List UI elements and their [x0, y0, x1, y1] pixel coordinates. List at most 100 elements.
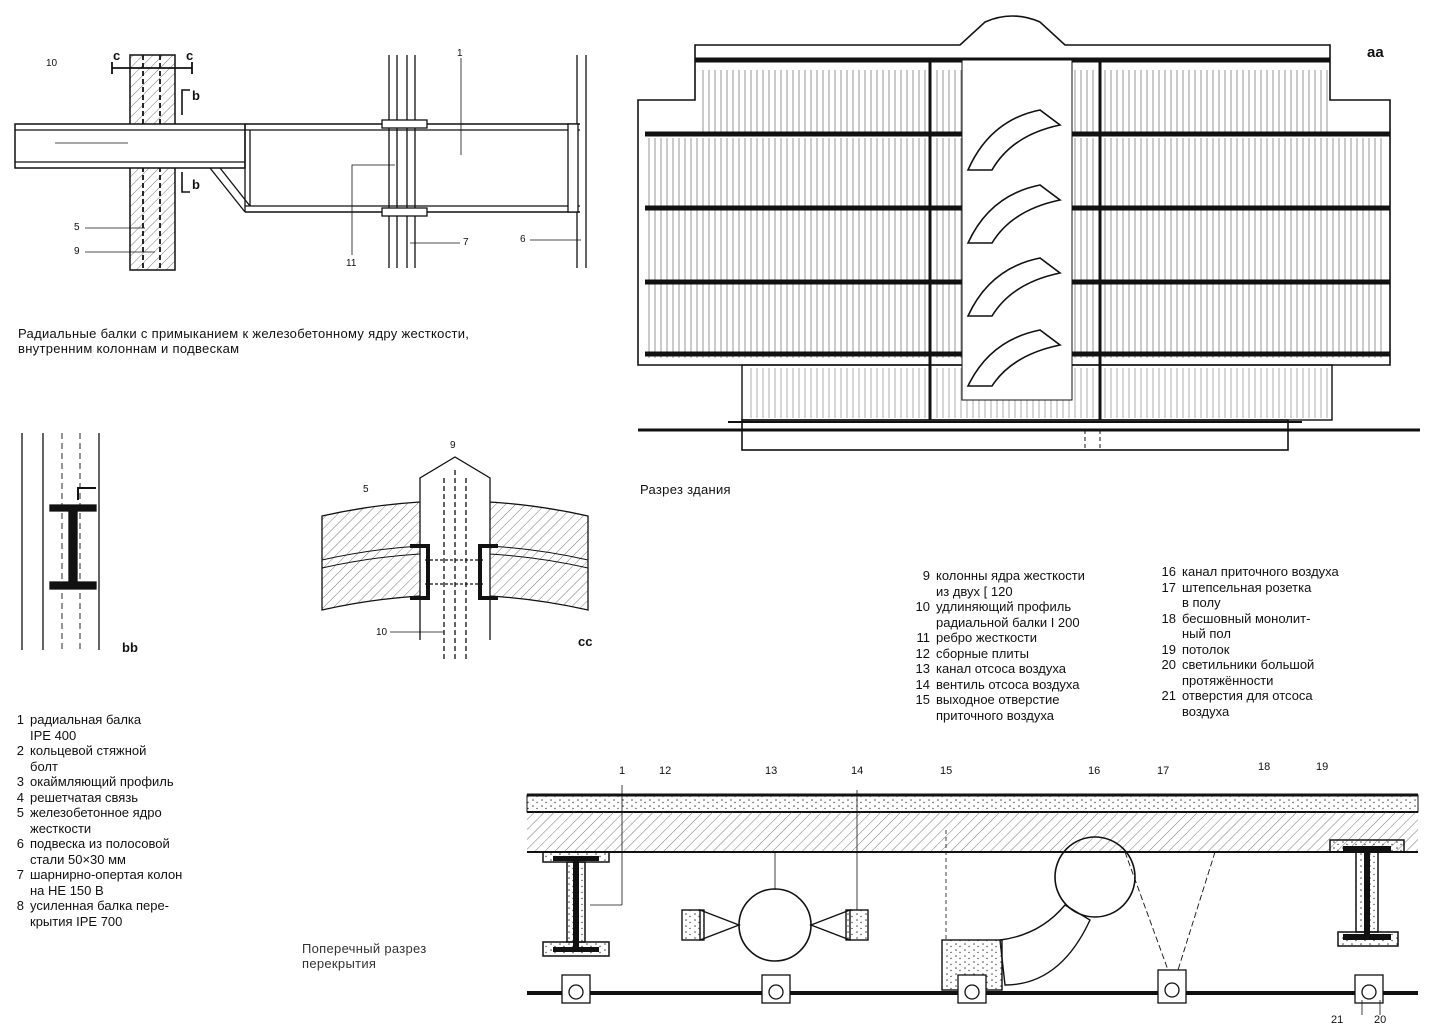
floor-callout-17: 17: [1157, 765, 1170, 777]
building-section-aa: [637, 15, 1420, 451]
legend-item: 19 потолок: [1156, 642, 1339, 658]
legend-item-text: шарнирно-опертая колон на НЕ 150 В: [30, 867, 183, 898]
callout-7: 7: [463, 237, 469, 248]
legend-item-number: 18: [1161, 610, 1176, 626]
legend-item: 7 шарнирно-опертая колон на НЕ 150 В: [4, 867, 183, 898]
legend-item-number: 16: [1161, 564, 1176, 579]
floor-callout-1: 1: [619, 765, 626, 777]
legend-item-text: ребро жесткости: [936, 630, 1037, 645]
legend-item-number: 5: [16, 805, 24, 820]
legend-item-text: удлиняющий профиль радиальной балки I 20…: [936, 599, 1080, 630]
legend-item-number: 4: [16, 789, 24, 805]
legend-right: 16 канал приточного воздуха 17 штепсельная …: [1156, 564, 1339, 719]
callout-10: 10: [46, 58, 58, 69]
cc-callout-5: 5: [363, 484, 369, 495]
legend-item-number: 11: [916, 630, 931, 645]
floor-callout-13: 13: [765, 765, 778, 777]
caption-building-section: Разрез здания: [640, 482, 731, 497]
legend-item: 6 подвеска из полосовой стали 50×30 мм: [4, 836, 182, 867]
section-mark-c-left: c: [113, 48, 121, 63]
cc-callout-10: 10: [376, 627, 388, 638]
legend-item-text: штепсельная розетка в полу: [1182, 579, 1312, 611]
legend-item-number: 19: [1161, 641, 1176, 657]
callout-5: 5: [74, 222, 80, 233]
section-mark-aa: aa: [1367, 44, 1384, 61]
legend-item-text: канал отсоса воздуха: [936, 661, 1066, 676]
legend-item-number: 17: [1161, 579, 1176, 595]
legend-item-text: вентиль отсоса воздуха: [936, 676, 1080, 692]
legend-item: 16 канал приточного воздуха: [1156, 564, 1339, 580]
legend-item-number: 13: [915, 661, 930, 676]
legend-item-number: 14: [915, 676, 930, 692]
floor-callout-12: 12: [659, 765, 672, 777]
legend-item-text: железобетонное ядро жесткости: [30, 805, 162, 836]
legend-item-number: 12: [915, 645, 930, 661]
legend-item-number: 3: [16, 774, 24, 789]
legend-item-text: выходное отверстие приточного воздуха: [936, 692, 1060, 723]
legend-item-text: канал приточного воздуха: [1182, 564, 1339, 579]
legend-item: 8 усиленная балка пере- крытия IPE 700: [4, 898, 182, 929]
legend-left: 1 радиальная балка IPE 400 2 кольцевой стяж…: [4, 712, 183, 929]
floor-callout-15: 15: [940, 765, 953, 777]
legend-item: 15 выходное отверстие приточного воздуха: [910, 692, 1085, 723]
section-mark-bb: bb: [122, 640, 138, 655]
legend-item-number: 8: [16, 898, 24, 913]
floor-callout-19: 19: [1316, 761, 1329, 773]
legend-item-text: бесшовный монолит- ный пол: [1182, 610, 1311, 642]
legend-item-number: 10: [915, 599, 930, 614]
legend-item-text: светильники большой протяжённости: [1182, 657, 1315, 688]
callout-6: 6: [520, 234, 526, 245]
floor-callout-20: 20: [1374, 1014, 1387, 1026]
legend-item-text: колонны ядра жесткости из двух [ 120: [936, 568, 1085, 599]
section-mark-cc: cc: [578, 634, 593, 649]
legend-item: 21 отверстия для отсоса воздуха: [1156, 688, 1339, 719]
caption-floor-section: Поперечный разрез перекрытия: [302, 941, 427, 971]
section-mark-b-bottom: b: [192, 177, 200, 192]
legend-item-text: радиальная балка IPE 400: [30, 712, 142, 743]
legend-item-text: потолок: [1182, 641, 1230, 657]
legend-item: 5 железобетонное ядро жесткости: [4, 805, 182, 836]
legend-item-number: 7: [16, 867, 24, 882]
legend-item: 13 канал отсоса воздуха: [910, 661, 1085, 677]
legend-item-text: решетчатая связь: [30, 789, 139, 805]
section-mark-b-top: b: [192, 88, 200, 103]
legend-item-text: окаймляющий профиль: [30, 774, 174, 789]
floor-callout-14: 14: [851, 765, 864, 777]
floor-callout-18: 18: [1258, 761, 1271, 773]
legend-item-text: кольцевой стяжной болт: [30, 743, 147, 774]
legend-item-text: подвеска из полосовой стали 50×30 мм: [30, 836, 170, 867]
section-mark-c-right: c: [186, 48, 194, 63]
legend-item: 4 решетчатая связь: [4, 790, 182, 806]
legend-item: 18 бесшовный монолит- ный пол: [1156, 611, 1339, 642]
callout-9: 9: [74, 246, 80, 257]
callout-1: 1: [457, 48, 463, 59]
legend-item: 14 вентиль отсоса воздуха: [910, 677, 1085, 693]
legend-item-text: сборные плиты: [936, 645, 1029, 661]
legend-item-number: 1: [16, 712, 24, 727]
legend-item-text: отверстия для отсоса воздуха: [1182, 688, 1313, 719]
legend-item: 10 удлиняющий профиль радиальной балки I …: [910, 599, 1085, 630]
floor-callout-16: 16: [1088, 765, 1101, 777]
legend-item: 3 окаймляющий профиль: [4, 774, 182, 790]
legend-item: 11 ребро жесткости: [910, 630, 1085, 646]
legend-item: 1 радиальная балка IPE 400: [4, 712, 182, 743]
legend-item-number: 2: [16, 743, 24, 758]
detail-cc: [321, 456, 589, 660]
caption-radial-beams: Радиальные балки с примыканием к железоб…: [18, 326, 470, 356]
legend-item-number: 6: [16, 836, 24, 851]
legend-item: 20 светильники большой протяжённости: [1156, 657, 1339, 688]
legend-item-text: усиленная балка пере- крытия IPE 700: [30, 898, 170, 929]
floor-section: [526, 785, 1419, 1015]
legend-item-number: 15: [915, 692, 930, 707]
legend-item: 2 кольцевой стяжной болт: [4, 743, 182, 774]
detail-bb: [21, 433, 100, 650]
floor-callout-21: 21: [1331, 1014, 1344, 1026]
callout-11: 11: [346, 258, 357, 269]
legend-item-number: 20: [1161, 657, 1176, 672]
legend-item: 17 штепсельная розетка в полу: [1156, 580, 1339, 611]
detail-core-connection: [14, 54, 587, 271]
legend-item: 12 сборные плиты: [910, 646, 1085, 662]
legend-item-number: 21: [1161, 688, 1176, 703]
